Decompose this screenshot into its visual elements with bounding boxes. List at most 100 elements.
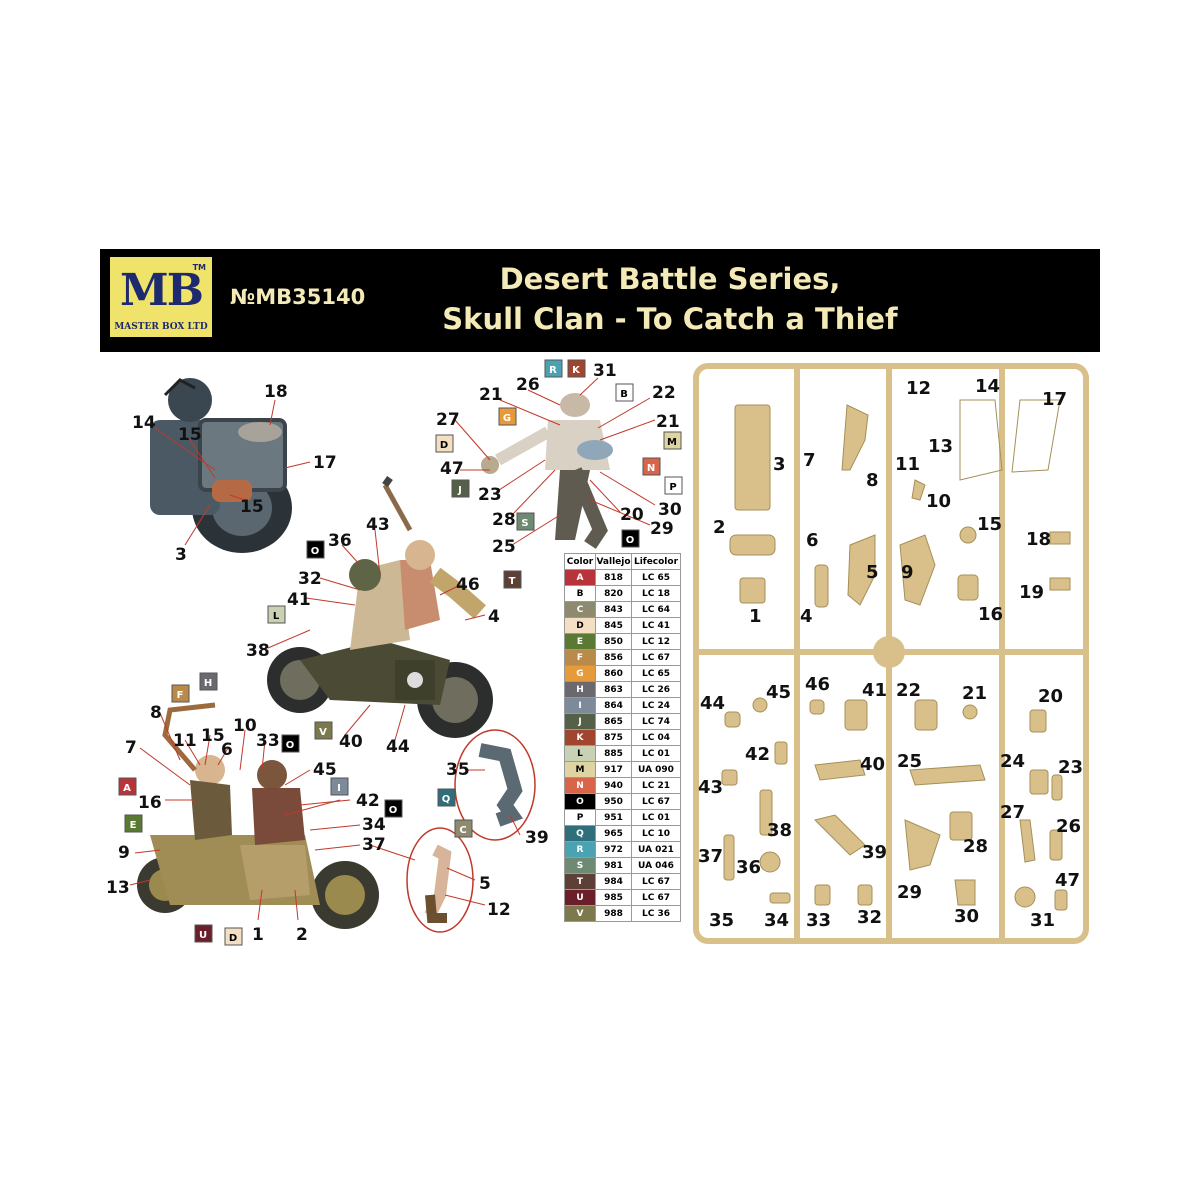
callout-17: 17	[313, 453, 337, 473]
callout-42: 42	[356, 791, 380, 811]
svg-text:33: 33	[806, 910, 831, 931]
callout-26: 26	[516, 375, 540, 395]
callout-46: 46	[456, 575, 480, 595]
tag-O2: O	[306, 540, 325, 559]
title-line-2: Skull Clan - To Catch a Thief	[442, 302, 898, 336]
inset-boots-ring	[406, 827, 474, 933]
callout-30: 30	[658, 500, 682, 520]
lifecolor-code: UA 046	[631, 857, 681, 874]
callout-21b: 21	[656, 412, 680, 432]
color-tags: R K B G D M N J P S O T O L V F H O A I …	[118, 359, 683, 946]
tag-R: R	[544, 359, 563, 378]
svg-text:J: J	[457, 485, 462, 496]
svg-text:H: H	[204, 678, 212, 689]
lifecolor-code: LC 74	[631, 713, 681, 730]
svg-text:D: D	[440, 440, 448, 451]
svg-text:26: 26	[1056, 816, 1081, 837]
color-code: H	[564, 681, 596, 698]
svg-text:K: K	[572, 365, 581, 376]
col-vallejo: Vallejo	[595, 553, 632, 570]
callout-15b: 15	[240, 497, 264, 517]
tag-A: A	[118, 777, 137, 796]
vallejo-code: 860	[595, 665, 632, 682]
svg-text:O: O	[311, 546, 320, 557]
lifecolor-code: LC 10	[631, 825, 681, 842]
callout-40: 40	[339, 732, 363, 752]
svg-text:43: 43	[698, 777, 723, 798]
callout-21a: 21	[479, 385, 503, 405]
color-code: N	[564, 777, 596, 794]
svg-text:2: 2	[713, 517, 726, 538]
svg-text:14: 14	[975, 376, 1000, 397]
lifecolor-code: LC 67	[631, 793, 681, 810]
lifecolor-code: LC 67	[631, 873, 681, 890]
callout-36: 36	[328, 531, 352, 551]
svg-text:M: M	[667, 437, 677, 448]
lifecolor-code: LC 36	[631, 905, 681, 922]
svg-text:13: 13	[928, 436, 953, 457]
vallejo-code: 856	[595, 649, 632, 666]
lifecolor-code: LC 67	[631, 649, 681, 666]
callout-3: 3	[175, 545, 187, 565]
color-code: I	[564, 697, 596, 714]
logo-text: MB	[120, 265, 204, 316]
lifecolor-code: LC 26	[631, 681, 681, 698]
svg-text:36: 36	[736, 857, 761, 878]
svg-text:O: O	[389, 805, 398, 816]
callout-9: 9	[118, 843, 130, 863]
svg-text:46: 46	[805, 674, 830, 695]
svg-text:34: 34	[764, 910, 789, 931]
tag-N: N	[642, 457, 661, 476]
color-code: U	[564, 889, 596, 906]
tag-C: C	[454, 819, 473, 838]
inset-legs-ring	[454, 729, 536, 841]
callout-15a: 15	[178, 425, 202, 445]
leader-lines	[129, 377, 656, 921]
svg-text:22: 22	[896, 680, 921, 701]
color-code: M	[564, 761, 596, 778]
svg-text:15: 15	[977, 514, 1002, 535]
svg-text:32: 32	[857, 907, 882, 928]
svg-text:C: C	[459, 825, 466, 836]
svg-text:5: 5	[866, 562, 879, 583]
svg-text:U: U	[199, 930, 207, 941]
tag-G: G	[498, 407, 517, 426]
vallejo-code: 850	[595, 633, 632, 650]
svg-text:3: 3	[773, 454, 786, 475]
svg-text:9: 9	[901, 562, 914, 583]
vallejo-code: 972	[595, 841, 632, 858]
lifecolor-code: LC 65	[631, 665, 681, 682]
svg-text:29: 29	[897, 882, 922, 903]
tag-B: B	[615, 383, 634, 402]
callout-4: 4	[488, 607, 500, 627]
vallejo-code: 865	[595, 713, 632, 730]
lifecolor-code: LC 67	[631, 889, 681, 906]
lifecolor-code: LC 04	[631, 729, 681, 746]
logo-subtext: MASTER BOX LTD	[114, 322, 208, 332]
tag-H: H	[199, 672, 218, 691]
callout-27: 27	[436, 410, 460, 430]
callout-2: 2	[296, 925, 308, 945]
sprue-gate	[873, 636, 905, 668]
callout-47: 47	[440, 459, 464, 479]
svg-text:L: L	[273, 611, 280, 622]
vallejo-code: 845	[595, 617, 632, 634]
tag-L: L	[267, 605, 286, 624]
svg-text:I: I	[337, 783, 341, 794]
color-code: L	[564, 745, 596, 762]
vallejo-code: 885	[595, 745, 632, 762]
callout-7: 7	[125, 738, 137, 758]
color-code: G	[564, 665, 596, 682]
svg-text:40: 40	[860, 754, 885, 775]
rider-motorcycle	[267, 475, 493, 738]
lifecolor-code: LC 64	[631, 601, 681, 618]
svg-text:F: F	[177, 690, 184, 701]
